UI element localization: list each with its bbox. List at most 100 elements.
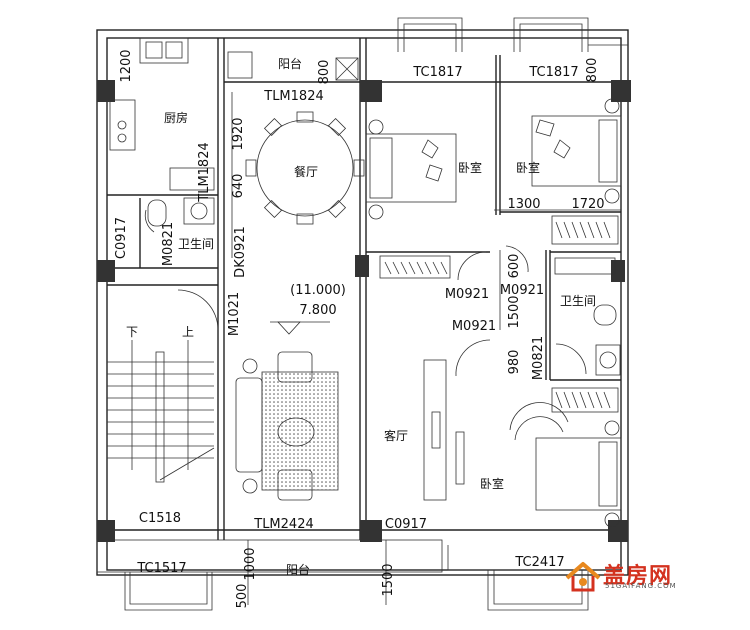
bottom-balconies [96,539,600,611]
dimension-label: 1200 [119,49,134,82]
window-label: TC1817 [412,65,462,80]
site-logo: 盖房网 51GAIFANG.COM [565,556,725,596]
dimension-label: 600 [507,254,522,279]
stair-handrail [155,351,165,483]
room-label-kitchen: 厨房 [164,110,188,125]
room-label-bedroom-2: 卧室 [516,160,540,175]
door-label: DK0921 [233,226,248,278]
door-swing-icon [177,289,219,331]
washbasin-icon [595,344,621,376]
door-swing-icon [455,339,491,377]
drain-icon [335,57,359,81]
stair-label-down: 下 [126,325,138,339]
armchair [277,351,313,383]
stove-icon [109,99,136,151]
door-swing-icon [144,209,155,233]
room-label-bath-1: 卫生间 [178,237,214,251]
door-label: M0921 [500,283,544,298]
sofa-set-icon [235,351,339,501]
column [97,80,115,102]
outer-boundary [96,29,629,576]
room-label-bath-2: 卫生间 [560,294,596,308]
dimension-label: 1920 [231,117,246,150]
coffee-table [277,417,315,447]
window-label: TC2417 [514,555,564,570]
column [355,255,369,277]
column [611,80,631,102]
room-label-living: 客厅 [384,428,408,443]
door-label: M1021 [227,292,242,336]
dimension-labels: 1200 800 800 1920 640 1300 1720 600 1500… [119,49,605,608]
elevation-label: 7.800 [299,303,336,318]
toilet-icon [147,199,167,227]
logo-name: 盖房网 [603,564,673,589]
wardrobe-icon [379,255,451,279]
wardrobe-icon [551,387,619,413]
column [360,80,382,102]
door-swings [144,209,587,377]
tv-cabinet-icon [423,359,465,501]
door-label: M0821 [531,336,546,380]
window-label: C0917 [385,517,427,532]
bathroom-1-fixtures [147,197,215,227]
kitchen-fixtures [109,37,215,191]
window-label: TC1817 [528,65,578,80]
door-label: M0821 [161,222,176,266]
sofa-left [235,377,263,473]
dimension-label: 1000 [243,547,258,580]
inner-boundary [106,37,622,571]
top-bay-windows [397,17,628,52]
door-label: M0921 [445,287,489,302]
room-label-balcony-top: 阳台 [278,56,302,71]
dimension-label: 800 [585,58,600,83]
door-swing-icon [457,251,487,281]
elevation-marker-icon [277,321,301,335]
room-label-bedroom-1: 卧室 [458,160,482,175]
shower-icon [554,257,616,275]
room-label-bedroom-3: 卧室 [480,476,504,491]
bed-3-icon [509,402,622,528]
door-swing-icon [505,245,529,273]
washbasin-icon [183,197,215,225]
window-label: C1518 [139,511,181,526]
room-label-dining: 餐厅 [294,164,318,179]
balcony-top-fixtures [227,51,359,81]
dimension-label: 1500 [507,295,522,328]
bed-2-icon [531,98,622,204]
staircase [107,340,215,483]
stair-label-up: 上 [182,325,194,339]
sink-icon [139,37,189,64]
floor-elevation-label: (11.000) [290,283,346,298]
dimension-label: 640 [231,174,246,199]
dining-table-icon [245,111,365,225]
bay-window-1 [397,17,463,52]
dimension-label: 500 [235,584,250,609]
room-labels: 厨房 阳台 餐厅 卧室 卧室 卫生间 卫生间 客厅 卧室 阳台 下 上 [126,56,596,577]
column [611,260,625,282]
window-label: TC1517 [136,561,186,576]
bathroom-2-fixtures [554,257,621,376]
column [97,260,115,282]
dimension-label: 980 [507,350,522,375]
door-label: TLM1824 [197,142,212,202]
dimension-label: 1300 [507,197,540,212]
room-label-balcony-bottom: 阳台 [286,562,310,577]
logo-url: 51GAIFANG.COM [605,582,677,590]
laundry-sink-icon [227,51,253,79]
window-label: C0917 [114,217,129,259]
armchair [277,469,313,501]
toilet-icon [593,304,617,326]
door-label: TLM1824 [263,89,323,104]
dimension-lines [231,92,621,605]
dimension-label: 1500 [381,563,396,596]
round-cabinet-icon [509,402,569,431]
house-icon [565,562,601,592]
bay-window-2 [513,17,589,52]
bottom-bay-left [124,572,213,611]
wardrobes [379,215,619,413]
door-label: M0921 [452,319,496,334]
structural-columns [97,80,631,542]
column [360,520,382,542]
balcony-bottom-rail [96,539,443,573]
